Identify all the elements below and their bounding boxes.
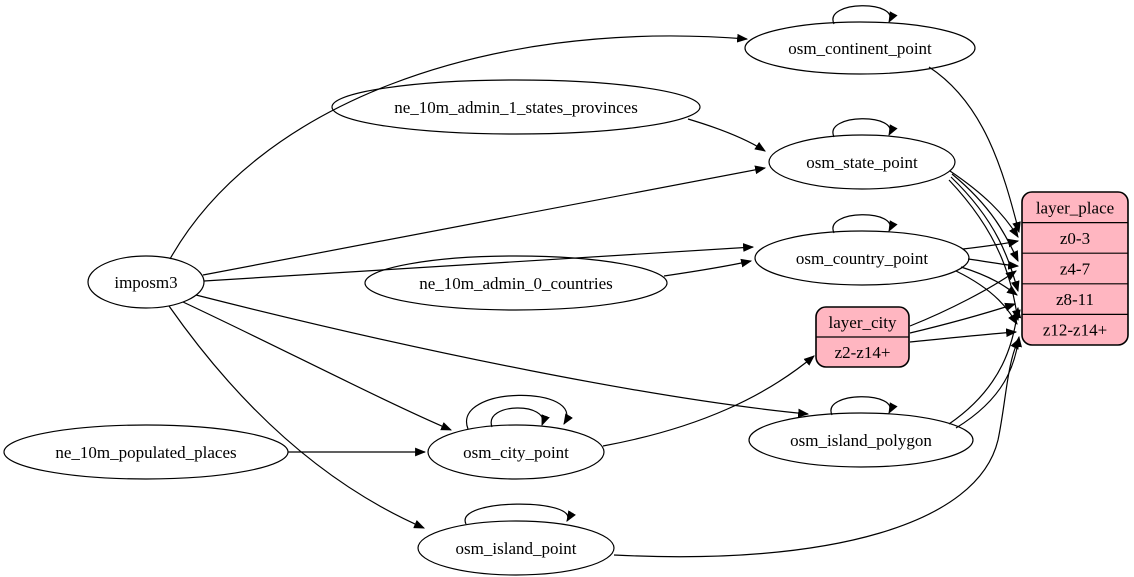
node-label-osm_continent_point: osm_continent_point [788, 39, 932, 58]
node-layer_city: layer_city z2-z14+ [815, 306, 910, 368]
edge-imposm3-to-osm_country_point [203, 243, 755, 282]
node-shape-ne_10m_admin_1_states_provinces [331, 79, 701, 135]
node-label-osm_state_point: osm_state_point [806, 153, 918, 172]
edge-osm_country_point-to-osm_country_point [832, 214, 898, 234]
record-row-layer_place-z4-7: z4-7 [1060, 260, 1091, 279]
node-label-osm_city_point: osm_city_point [463, 443, 569, 462]
node-shape-osm_continent_point [744, 21, 976, 75]
record-box-layer_place [1021, 191, 1129, 346]
node-shape-ne_10m_admin_0_countries [364, 255, 668, 311]
edge-osm_state_point-to-layer_place-z4-7 [951, 173, 1019, 262]
edge-osm_continent_point-to-osm_continent_point [832, 5, 898, 25]
node-osm_island_point: osm_island_point [417, 520, 615, 576]
edge-osm_city_point-to-layer_city-z2-z14+ [602, 355, 815, 447]
node-shape-osm_country_point [754, 230, 970, 286]
record-row-layer_place-z12-z14+: z12-z14+ [1043, 321, 1107, 340]
edge-osm_country_point-to-layer_place-z8-11 [960, 266, 1018, 296]
record-row-layer_place-z8-11: z8-11 [1056, 290, 1094, 309]
node-osm_continent_point: osm_continent_point [744, 21, 976, 75]
edge-imposm3-to-osm_island_point [168, 305, 426, 529]
edge-layer_city-to-layer_place-z8-11 [909, 302, 1017, 334]
edge-osm_state_point-to-layer_place-z8-11 [950, 176, 1020, 293]
node-label-osm_country_point: osm_country_point [796, 249, 928, 268]
edge-osm_city_point-to-osm_city_point-loop2 [465, 394, 573, 430]
edge-osm_country_point-to-layer_place-z12-z14+ [955, 270, 1018, 325]
edge-layer_city-to-layer_place-z12-z14+ [909, 328, 1018, 343]
edge-osm_island_polygon-to-layer_place-z8-11 [948, 306, 1022, 425]
node-shape-osm_island_polygon [748, 412, 974, 468]
node-shape-imposm3 [87, 255, 205, 309]
edge-osm_state_point-to-layer_place-z0-3 [949, 170, 1019, 238]
edge-imposm3-to-osm_island_polygon [195, 294, 810, 418]
edge-osm_state_point-to-osm_state_point [832, 118, 898, 138]
edge-osm_island_point-to-layer_place-z12-z14+ [613, 338, 1020, 558]
edge-osm_country_point-to-layer_place-z0-3 [962, 238, 1020, 250]
node-shape-osm_state_point [768, 134, 956, 190]
node-ne_10m_admin_0_countries: ne_10m_admin_0_countries [364, 255, 668, 311]
edge-imposm3-to-osm_continent_point [169, 33, 749, 260]
node-shape-osm_island_point [417, 520, 615, 576]
record-row-layer_place-layer_place: layer_place [1036, 198, 1114, 217]
record-row-layer_city-layer_city: layer_city [829, 313, 897, 332]
edge-ne_10m_admin_0_countries-to-osm_country_point [663, 258, 753, 277]
node-label-ne_10m_admin_0_countries: ne_10m_admin_0_countries [419, 274, 613, 293]
edge-ne_10m_admin_1_states_provinces-to-osm_state_point [687, 118, 766, 152]
record-row-layer_city-z2-z14+: z2-z14+ [835, 343, 891, 362]
node-ne_10m_admin_1_states_provinces: ne_10m_admin_1_states_provinces [331, 79, 701, 135]
node-osm_state_point: osm_state_point [768, 134, 956, 190]
node-label-imposm3: imposm3 [114, 273, 177, 292]
node-ne_10m_populated_places: ne_10m_populated_places [3, 424, 289, 480]
edge-imposm3-to-osm_city_point [182, 301, 453, 431]
node-label-osm_island_point: osm_island_point [456, 539, 577, 558]
edge-osm_country_point-to-layer_place-z4-7 [967, 258, 1020, 270]
edge-osm_city_point-to-osm_city_point-loop1 [490, 407, 550, 428]
edge-osm_island_polygon-to-layer_place-z12-z14+ [955, 335, 1022, 429]
node-layer_place: layer_place z0-3 z4-7 z8-11 z12-z14+ [1021, 191, 1129, 346]
edge-osm_island_polygon-to-osm_island_polygon [830, 396, 898, 416]
node-shape-osm_city_point [427, 424, 605, 480]
node-osm_country_point: osm_country_point [754, 230, 970, 286]
node-imposm3: imposm3 [87, 255, 205, 309]
edge-layer_city-to-layer_place-z4-7 [909, 270, 1017, 327]
record-row-layer_place-z0-3: z0-3 [1060, 229, 1090, 248]
node-label-ne_10m_admin_1_states_provinces: ne_10m_admin_1_states_provinces [394, 98, 638, 117]
node-osm_city_point: osm_city_point [427, 424, 605, 480]
edge-osm_continent_point-to-layer_place-z0-3 [928, 66, 1021, 234]
node-osm_island_polygon: osm_island_polygon [748, 412, 974, 468]
node-label-osm_island_polygon: osm_island_polygon [790, 431, 932, 450]
node-label-ne_10m_populated_places: ne_10m_populated_places [55, 443, 236, 462]
edge-osm_island_point-to-osm_island_point [464, 503, 576, 525]
